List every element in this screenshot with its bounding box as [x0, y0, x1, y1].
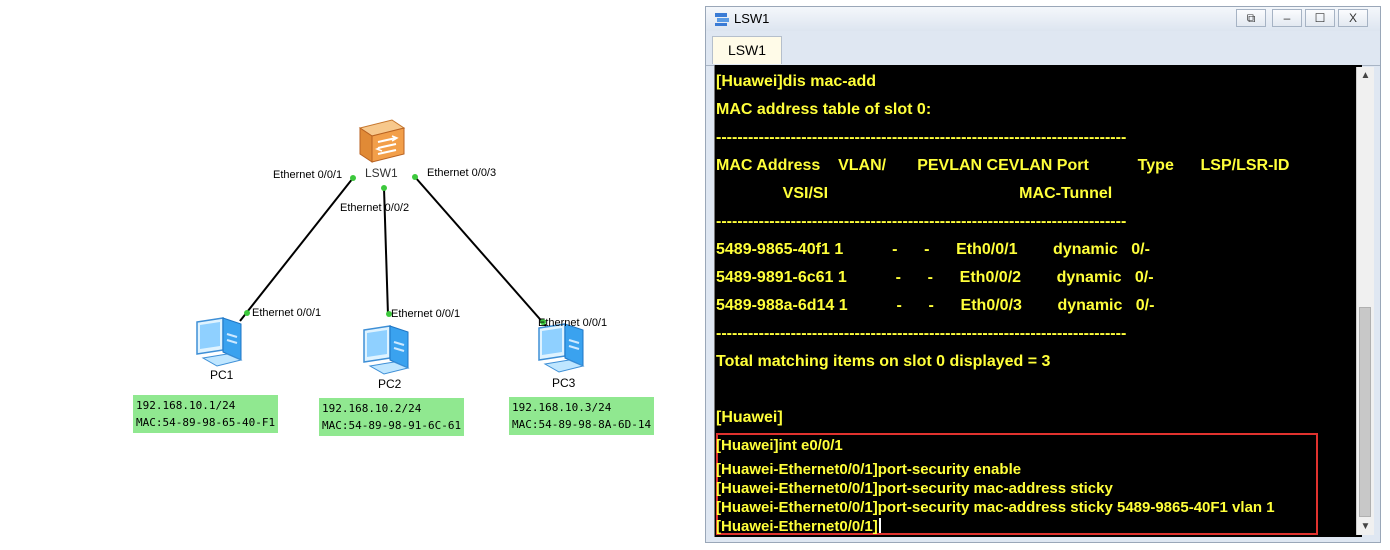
- pc1-mac: MAC:54-89-98-65-40-F1: [136, 416, 276, 429]
- console-line: 5489-9865-40f1 1 - - Eth0/0/1 dynamic 0/…: [716, 241, 1150, 258]
- port-dot: [381, 185, 387, 191]
- console-line: MAC Address VLAN/ PEVLAN CEVLAN Port Typ…: [716, 157, 1290, 174]
- pc-port-label: Ethernet 0/0/1: [252, 307, 322, 319]
- switch-port-label: Ethernet 0/0/2: [340, 202, 410, 214]
- app-icon: [715, 13, 729, 26]
- pc3-mac: MAC:54-89-98-8A-6D-14: [512, 418, 652, 431]
- console-line: ----------------------------------------…: [716, 213, 1127, 230]
- prompt-line[interactable]: [Huawei-Ethernet0/0/1]: [716, 518, 881, 535]
- port-dot: [412, 174, 418, 180]
- console-line: [Huawei-Ethernet0/0/1]port-security enab…: [716, 461, 1022, 478]
- port-dot: [350, 175, 356, 181]
- switch-port-label: Ethernet 0/0/1: [273, 169, 343, 181]
- pc3-label[interactable]: PC3: [552, 376, 576, 390]
- window-title: LSW1: [734, 11, 770, 26]
- minimize-button[interactable]: –: [1272, 9, 1302, 27]
- console-line: [Huawei-Ethernet0/0/1]port-security mac-…: [716, 499, 1275, 516]
- pc1-label[interactable]: PC1: [210, 368, 234, 382]
- terminal-window[interactable]: LSW1 ⧉ – ☐ X LSW1 [Huawei]dis mac-add MA…: [705, 6, 1381, 543]
- pc3-info-box[interactable]: 192.168.10.3/24 MAC:54-89-98-8A-6D-14: [509, 397, 655, 435]
- pc1-ip: 192.168.10.1/24: [136, 399, 236, 412]
- pc-port-label: Ethernet 0/0/1: [391, 308, 461, 320]
- switch-icon: [358, 119, 406, 163]
- link-pc3: [414, 176, 547, 327]
- scroll-up-icon[interactable]: ▲: [1360, 70, 1371, 81]
- console-line: [Huawei]int e0/0/1: [716, 437, 843, 454]
- highlighted-commands-box: [716, 433, 1318, 535]
- pc2-label[interactable]: PC2: [378, 377, 402, 391]
- pc2-mac: MAC:54-89-98-91-6C-61: [322, 419, 462, 432]
- scroll-down-icon[interactable]: ▼: [1360, 521, 1371, 532]
- console-line: Total matching items on slot 0 displayed…: [716, 353, 1051, 370]
- pc1-info-box[interactable]: 192.168.10.1/24 MAC:54-89-98-65-40-F1: [133, 395, 279, 433]
- link-pc1: [239, 177, 354, 322]
- console-line: ----------------------------------------…: [716, 325, 1127, 342]
- topology-links: [196, 119, 585, 375]
- pc-port-label: Ethernet 0/0/1: [538, 317, 608, 329]
- scrollbar[interactable]: ▲ ▼: [1356, 67, 1374, 535]
- console-line: 5489-9891-6c61 1 - - Eth0/0/2 dynamic 0/…: [716, 269, 1154, 286]
- text-cursor: [878, 518, 881, 533]
- console-line: [Huawei]dis mac-add: [716, 73, 877, 90]
- maximize-button[interactable]: ☐: [1305, 9, 1335, 27]
- tab-lsw1[interactable]: LSW1: [712, 36, 782, 64]
- prompt-text: [Huawei-Ethernet0/0/1]: [716, 518, 878, 535]
- pc-icon: [363, 325, 410, 375]
- console-output[interactable]: [Huawei]dis mac-add MAC address table of…: [714, 65, 1362, 537]
- port-dot: [386, 311, 392, 317]
- close-button[interactable]: X: [1338, 9, 1368, 27]
- switch-port-label: Ethernet 0/0/3: [427, 167, 497, 179]
- scroll-thumb[interactable]: [1359, 307, 1371, 517]
- pc2-info-box[interactable]: 192.168.10.2/24 MAC:54-89-98-91-6C-61: [319, 398, 465, 436]
- pc-icon: [196, 317, 243, 367]
- console-line: ----------------------------------------…: [716, 129, 1127, 146]
- console-line: [Huawei-Ethernet0/0/1]port-security mac-…: [716, 480, 1113, 497]
- tab-strip: LSW1: [706, 31, 1380, 66]
- port-dot: [540, 319, 546, 325]
- console-line: 5489-988a-6d14 1 - - Eth0/0/3 dynamic 0/…: [716, 297, 1155, 314]
- restore-button[interactable]: ⧉: [1236, 9, 1266, 27]
- topology-canvas[interactable]: LSW1 Ethernet 0/0/1 Ethernet 0/0/2 Ether…: [0, 0, 700, 550]
- console-line: MAC address table of slot 0:: [716, 101, 932, 118]
- link-pc2: [383, 187, 389, 316]
- console-line: VSI/SI MAC-Tunnel: [716, 185, 1113, 202]
- pc2-ip: 192.168.10.2/24: [322, 402, 422, 415]
- pc-icon: [538, 323, 585, 373]
- console-line: [Huawei]: [716, 409, 783, 426]
- switch-label[interactable]: LSW1: [365, 166, 398, 180]
- pc3-ip: 192.168.10.3/24: [512, 401, 612, 414]
- port-dot: [244, 310, 250, 316]
- title-bar[interactable]: LSW1 ⧉ – ☐ X: [706, 7, 1380, 31]
